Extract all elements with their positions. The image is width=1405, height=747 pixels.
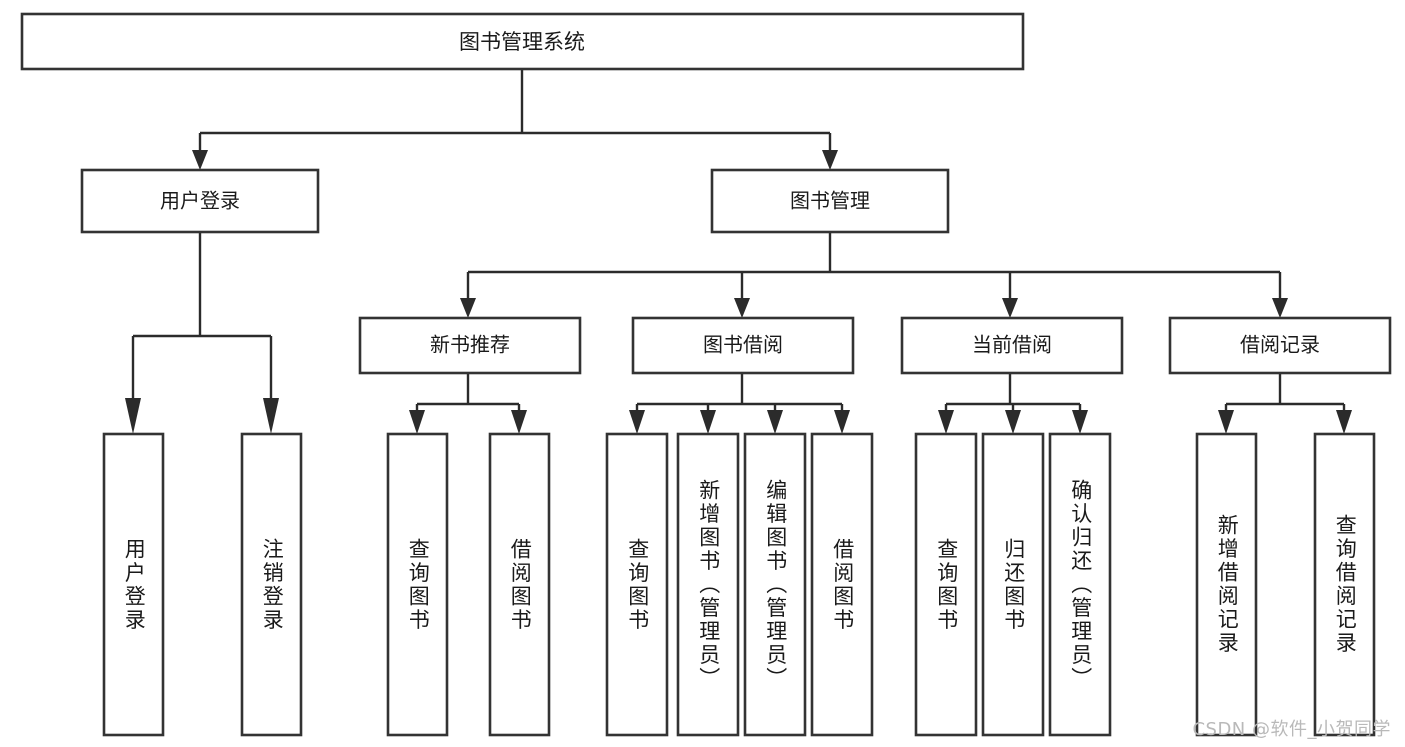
- node-box-leaf-query-record[interactable]: [1313, 432, 1376, 737]
- node-box-book-management[interactable]: [710, 168, 950, 234]
- arrow-head-book-borrow: [734, 298, 750, 318]
- node-box-current-borrow[interactable]: [900, 316, 1124, 375]
- node-box-leaf-query-book-1[interactable]: [386, 432, 449, 737]
- node-box-leaf-confirm-return[interactable]: [1048, 432, 1112, 737]
- node-box-book-borrow[interactable]: [631, 316, 855, 375]
- arrow-head-bookmgmt: [822, 150, 838, 170]
- horizontal-label-group: 图书管理系统 用户登录 图书管理 新书推荐 图书借阅 当前借阅 借阅记录: [160, 30, 1320, 357]
- label-book-management: 图书管理: [790, 189, 870, 213]
- node-box-leaf-user-login[interactable]: [102, 432, 165, 737]
- arrow-head-leaf-borrow-book-1: [511, 410, 527, 434]
- node-box-leaf-add-record[interactable]: [1195, 432, 1258, 737]
- arrow-head-leaf-query-book-2: [629, 410, 645, 434]
- arrow-head-leaf-logout: [263, 398, 279, 434]
- label-new-book-recommend: 新书推荐: [430, 333, 510, 357]
- label-book-borrow: 图书借阅: [703, 333, 783, 357]
- arrow-head-current-borrow: [1002, 298, 1018, 318]
- label-current-borrow: 当前借阅: [972, 333, 1052, 357]
- node-box-leaf-logout[interactable]: [240, 432, 303, 737]
- node-box-borrow-record[interactable]: [1168, 316, 1392, 375]
- arrow-head-userlogin: [192, 150, 208, 170]
- connector-group: [125, 69, 1352, 434]
- node-box-leaf-borrow-book-1[interactable]: [488, 432, 551, 737]
- watermark-text: CSDN @软件_小贺同学: [1192, 719, 1391, 740]
- arrow-head-leaf-edit-book: [767, 410, 783, 434]
- arrow-head-leaf-return-book: [1005, 410, 1021, 434]
- node-box-leaf-query-book-2[interactable]: [605, 432, 669, 737]
- node-group: [20, 12, 1392, 737]
- arrow-head-borrow-record: [1272, 298, 1288, 318]
- arrow-head-leaf-query-record: [1336, 410, 1352, 434]
- node-box-leaf-return-book[interactable]: [981, 432, 1045, 737]
- node-box-leaf-borrow-book-2[interactable]: [810, 432, 874, 737]
- label-root: 图书管理系统: [459, 30, 585, 54]
- node-box-new-book-recommend[interactable]: [358, 316, 582, 375]
- label-user-login: 用户登录: [160, 189, 240, 213]
- label-borrow-record: 借阅记录: [1240, 333, 1320, 357]
- arrow-head-new-book: [460, 298, 476, 318]
- arrow-head-leaf-confirm-return: [1072, 410, 1088, 434]
- arrow-head-leaf-query-book-1: [409, 410, 425, 434]
- arrow-head-leaf-query-book-3: [938, 410, 954, 434]
- node-box-leaf-add-book[interactable]: [676, 432, 740, 737]
- node-box-root[interactable]: [20, 12, 1025, 71]
- node-box-user-login[interactable]: [80, 168, 320, 234]
- arrow-head-leaf-add-book: [700, 410, 716, 434]
- node-box-leaf-query-book-3[interactable]: [914, 432, 978, 737]
- arrow-head-leaf-borrow-book-2: [834, 410, 850, 434]
- node-box-leaf-edit-book[interactable]: [743, 432, 807, 737]
- arrow-head-leaf-add-record: [1218, 410, 1234, 434]
- arrow-head-leaf-user-login: [125, 398, 141, 434]
